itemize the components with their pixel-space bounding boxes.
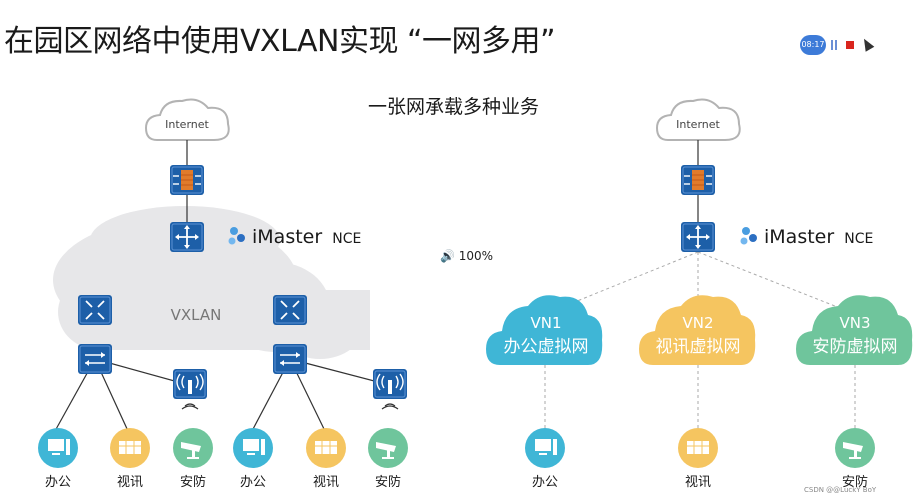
- vn3-label: 安防虚拟网: [813, 337, 898, 357]
- endpoint-label: 视讯: [313, 475, 339, 490]
- core-switch-icon: [169, 221, 205, 253]
- security-camera-icon: [368, 428, 408, 468]
- wireless-ap-icon: [172, 368, 208, 410]
- video-terminal-icon: [306, 428, 346, 468]
- office-pc-icon: [525, 428, 565, 468]
- aggregation-switch-icon: [272, 294, 308, 326]
- pause-icon[interactable]: [830, 40, 838, 50]
- core-switch-icon: [680, 221, 716, 253]
- endpoint-label: 安防: [842, 474, 868, 490]
- video-terminal-icon: [678, 428, 718, 468]
- internet-label-left: Internet: [165, 118, 209, 131]
- speaker-icon: 🔊: [440, 249, 455, 263]
- security-camera-icon: [835, 428, 875, 468]
- vn3-code: VN3: [839, 314, 870, 332]
- vxlan-label: VXLAN: [171, 306, 222, 324]
- access-switch-icon: [77, 343, 113, 375]
- internet-cloud-right: [655, 98, 741, 141]
- vn3-cloud: [796, 295, 913, 365]
- vn2-code: VN2: [682, 314, 713, 332]
- security-camera-icon: [173, 428, 213, 468]
- watermark: CSDN @@LuckY BoY: [804, 486, 877, 494]
- internet-cloud-left: [144, 98, 230, 141]
- imaster-brand-right: iMaster NCE: [764, 226, 873, 248]
- office-pc-icon: [38, 428, 78, 468]
- aggregation-switch-icon: [77, 294, 113, 326]
- office-pc-icon: [233, 428, 273, 468]
- endpoint-label: 办公: [45, 475, 71, 490]
- imaster-brand-left: iMaster NCE: [252, 226, 361, 248]
- vn2-cloud: [639, 295, 756, 365]
- endpoints-left: [38, 428, 408, 468]
- recording-timer: 08:17: [800, 35, 826, 55]
- endpoint-label: 办公: [240, 475, 266, 490]
- endpoint-label: 视讯: [685, 475, 711, 490]
- stop-icon[interactable]: [846, 41, 854, 49]
- vn2-label: 视讯虚拟网: [656, 337, 741, 357]
- firewall-icon: [680, 164, 716, 196]
- vn1-code: VN1: [530, 314, 561, 332]
- vn1-label: 办公虚拟网: [504, 337, 589, 357]
- internet-label-right: Internet: [676, 118, 720, 131]
- imaster-brand-main-left: iMaster: [252, 226, 322, 248]
- endpoints-right: [525, 428, 875, 468]
- imaster-brand-main-right: iMaster: [764, 226, 834, 248]
- vn1-cloud: [486, 295, 603, 365]
- firewall-icon: [169, 164, 205, 196]
- page-subtitle: 一张网承载多种业务: [368, 96, 540, 118]
- endpoint-label: 安防: [375, 474, 401, 490]
- access-switch-icon: [272, 343, 308, 375]
- video-terminal-icon: [110, 428, 150, 468]
- endpoint-label: 办公: [532, 475, 558, 490]
- imaster-logo-icon: [228, 227, 245, 245]
- volume-indicator[interactable]: 🔊 100%: [440, 249, 493, 263]
- endpoint-label: 视讯: [117, 475, 143, 490]
- endpoint-label: 安防: [180, 474, 206, 490]
- imaster-brand-sub-left: NCE: [332, 231, 361, 247]
- imaster-brand-sub-right: NCE: [844, 231, 873, 247]
- imaster-logo-icon: [740, 227, 757, 245]
- wireless-ap-icon: [372, 368, 408, 410]
- page-title: 在园区网络中使用VXLAN实现 “一网多用”: [4, 24, 556, 59]
- volume-label: 100%: [458, 249, 494, 263]
